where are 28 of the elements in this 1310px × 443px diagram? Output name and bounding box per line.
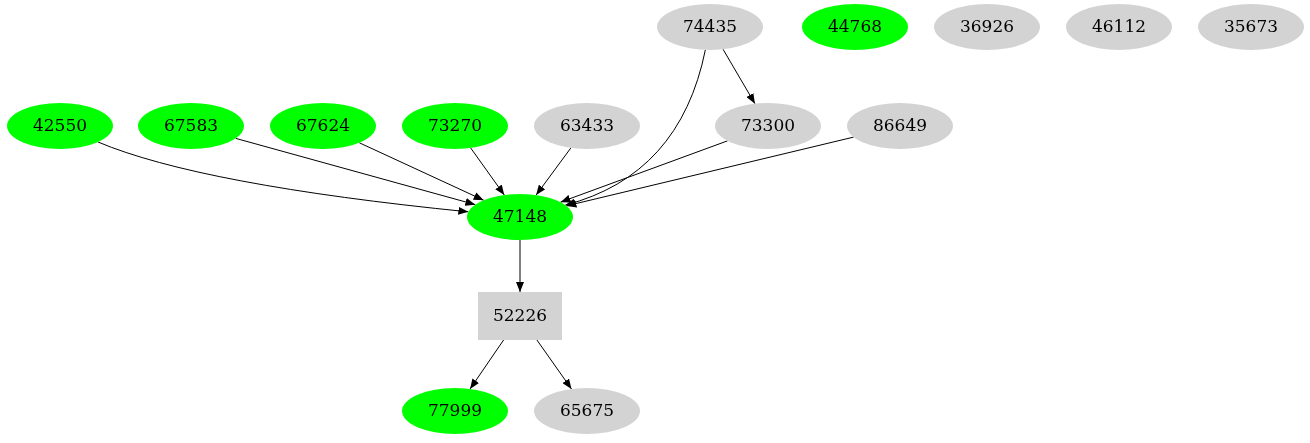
arrow [516,239,524,293]
arrow [469,339,505,390]
arrow [559,140,729,203]
ellipse-node: 44768 [802,4,908,50]
arrow [235,137,476,206]
arrow [536,339,572,390]
ellipse-node: 67583 [138,103,244,149]
process-box: 52226 [478,292,562,340]
ellipse-node: 36926 [934,4,1040,50]
ellipse-node: 63433 [534,103,640,149]
arrow [565,136,855,208]
arrow [564,49,706,206]
ellipse-node: 67624 [270,103,376,149]
ellipse-node: 73300 [715,103,821,149]
arrow [722,48,756,105]
ellipse-node: 35673 [1198,4,1304,50]
ellipse-node: 74435 [657,4,763,50]
arrow [470,147,505,196]
ellipse-node: 77999 [402,388,508,434]
arrow [97,141,469,215]
arrow [358,142,485,201]
arrow [535,147,572,196]
ellipse-node: 42550 [7,103,113,149]
ellipse-node: 65675 [534,388,640,434]
ellipse-node: 86649 [847,103,953,149]
ellipse-node: 73270 [402,103,508,149]
ellipse-node: 47148 [467,194,573,240]
ellipse-node: 46112 [1066,4,1172,50]
